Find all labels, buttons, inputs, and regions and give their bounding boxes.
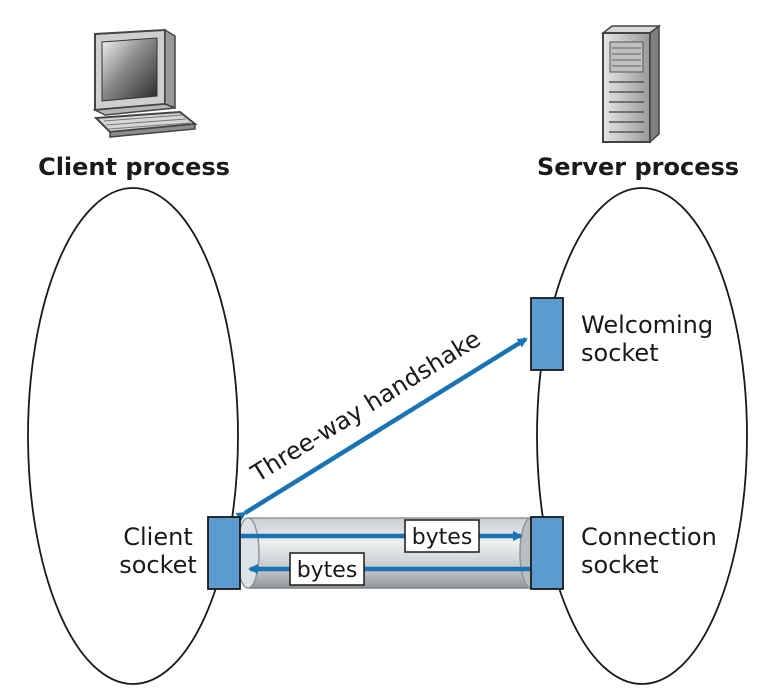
desktop-computer-icon xyxy=(92,28,198,138)
tcp-connection-pipe xyxy=(236,517,543,589)
bytes-to-client-label: bytes xyxy=(297,558,358,583)
client-socket-label-line2: socket xyxy=(119,551,197,579)
client-process-heading: Client process xyxy=(38,153,230,181)
client-socket xyxy=(207,516,241,590)
bytes-to-server-label: bytes xyxy=(412,525,473,550)
client-socket-label-line1: Client xyxy=(123,523,192,551)
server-tower-icon xyxy=(600,24,662,144)
welcoming-socket-label-line1: Welcoming xyxy=(581,311,713,339)
server-process-ellipse xyxy=(536,187,748,685)
server-process-heading: Server process xyxy=(537,153,739,181)
welcoming-socket-label-line2: socket xyxy=(581,339,659,367)
client-process-ellipse xyxy=(27,187,239,685)
connection-socket xyxy=(530,516,564,590)
bytes-to-client-label-box xyxy=(289,552,365,586)
three-way-handshake-label: Three-way handshake xyxy=(245,325,485,489)
welcoming-socket xyxy=(530,297,564,371)
connection-socket-label-line1: Connection xyxy=(581,523,717,551)
three-way-handshake-arrow xyxy=(235,337,528,522)
connection-socket-label-line2: socket xyxy=(581,551,659,579)
